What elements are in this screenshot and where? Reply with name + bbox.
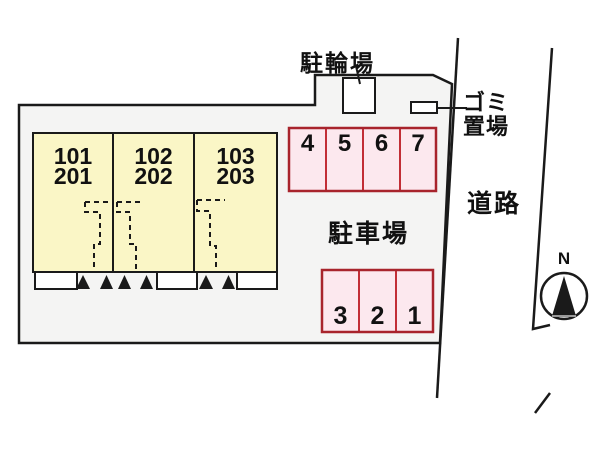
parking-space-7-number: 7 xyxy=(411,130,425,157)
entrance-marker-4 xyxy=(140,275,153,289)
building-unit-103-203 xyxy=(193,132,278,273)
building-unit-101-201 xyxy=(32,132,114,273)
unit-102: 102 xyxy=(134,143,173,169)
bicycle-parking-label: 駐輪場 xyxy=(300,50,375,76)
entrance-marker-3 xyxy=(118,275,131,289)
garbage-box xyxy=(410,101,438,114)
unit-label-102-202: 102 202 xyxy=(113,143,194,189)
parking-space-6-number: 6 xyxy=(374,130,389,157)
parking-top-row-outline xyxy=(287,126,438,193)
garbage-area-label-line1: ゴミ xyxy=(463,90,510,115)
porch-box-1 xyxy=(34,271,78,290)
garbage-area-label-line2: 置場 xyxy=(463,114,510,139)
parking-space-7 xyxy=(399,127,437,192)
parking-space-5-number: 5 xyxy=(337,130,352,157)
unit-103: 103 xyxy=(216,143,255,169)
porch-box-3 xyxy=(236,271,278,290)
unit-label-101-201: 101 201 xyxy=(33,143,113,189)
unit-label-103-203: 103 203 xyxy=(194,143,277,189)
road-left-edge-line xyxy=(435,37,460,399)
unit-202: 202 xyxy=(134,163,173,189)
compass-needle xyxy=(552,276,576,316)
unit2-dashed-entry-path xyxy=(116,201,143,272)
road-label: 道路 xyxy=(467,190,522,218)
garbage-area-label: ゴミ 置場 xyxy=(463,91,509,139)
entrance-marker-2 xyxy=(100,275,113,289)
parking-space-4-number: 4 xyxy=(300,130,315,157)
parking-bottom-row-outline xyxy=(320,268,435,334)
road-right-edge-line xyxy=(531,47,554,331)
parking-space-3-number: 3 xyxy=(333,302,348,330)
unit3-dashed-entry-path xyxy=(196,199,225,272)
entrance-marker-6 xyxy=(222,275,235,289)
road-continuation-mark xyxy=(534,392,551,414)
compass-north-label: N xyxy=(557,249,571,268)
parking-space-1-number: 1 xyxy=(407,302,422,330)
unit-203: 203 xyxy=(216,163,255,189)
parking-lot-label: 駐車場 xyxy=(328,220,410,248)
entrance-marker-5 xyxy=(199,275,213,289)
parking-space-2-number: 2 xyxy=(370,302,385,330)
unit-101: 101 xyxy=(53,143,93,169)
unit1-dashed-entry-path xyxy=(84,201,113,272)
bicycle-parking-pointer-line xyxy=(355,65,361,85)
unit-201: 201 xyxy=(53,163,93,189)
entrance-marker-1 xyxy=(76,275,90,289)
porch-box-2 xyxy=(156,271,198,290)
